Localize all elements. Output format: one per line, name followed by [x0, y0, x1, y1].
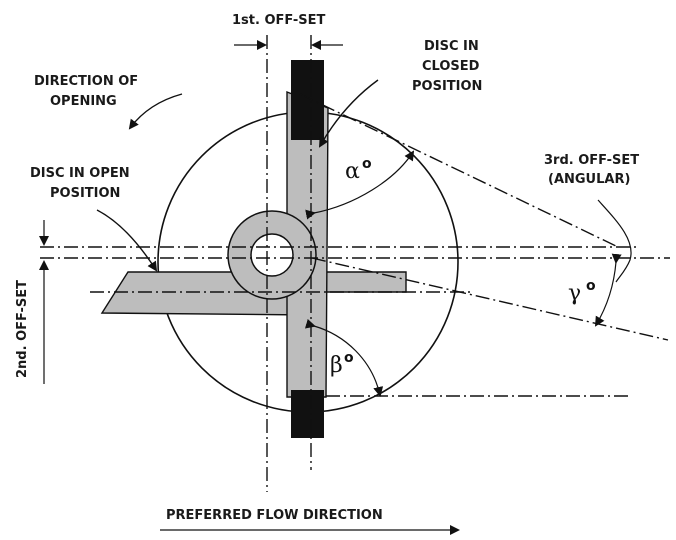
cone-line-upper: [299, 93, 619, 248]
direction-opening-label-line2: OPENING: [50, 94, 117, 109]
gamma-degree: o: [586, 278, 596, 294]
gamma-symbol: γ: [568, 281, 581, 306]
shaft-bore: [250, 233, 294, 277]
beta-symbol: β: [330, 353, 343, 378]
disc-closed-leader: [319, 79, 379, 148]
disc-closed-label-line3: POSITION: [412, 79, 482, 94]
disc-open-label-line2: POSITION: [50, 186, 120, 201]
third-offset-label-line1: 3rd. OFF-SET: [544, 153, 639, 168]
seat-top: [291, 60, 324, 140]
direction-opening-label-line1: DIRECTION OF: [34, 74, 138, 89]
beta-arc: [304, 318, 384, 397]
cone-line-lower: [311, 257, 669, 341]
alpha-arc: [305, 150, 415, 220]
direction-of-opening-arrow: [128, 93, 183, 130]
disc-open-label-line1: DISC IN OPEN: [30, 166, 130, 181]
flow-direction-label: PREFERRED FLOW DIRECTION: [166, 508, 383, 523]
second-offset-label: 2nd. OFF-SET: [15, 280, 30, 378]
first-offset-label: 1st. OFF-SET: [232, 13, 326, 28]
disc-closed-label-line2: CLOSED: [422, 59, 480, 74]
disc-closed-label-line1: DISC IN: [424, 39, 479, 54]
gamma-arc: [594, 253, 622, 327]
seat-bottom: [291, 390, 324, 438]
disc-open-leader: [96, 209, 158, 272]
alpha-symbol: α: [345, 159, 360, 184]
beta-degree: o: [344, 350, 354, 366]
third-offset-label-line2: (ANGULAR): [548, 172, 630, 187]
third-offset-leader: [597, 199, 632, 283]
alpha-degree: o: [362, 156, 372, 172]
